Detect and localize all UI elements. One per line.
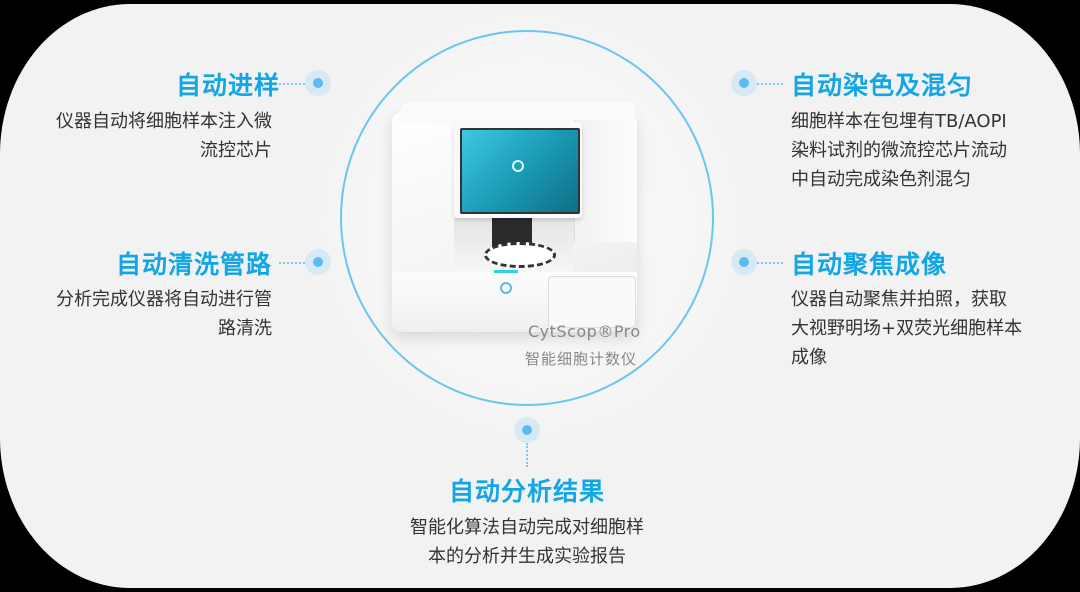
desc-line: 大视野明场+双荧光细胞样本 — [791, 318, 1023, 339]
product-name: CytScop®Pro — [528, 322, 641, 341]
feature-description: 仪器自动将细胞样本注入微 流控芯片 — [12, 107, 272, 165]
desc-line: 仪器自动将细胞样本注入微 — [56, 111, 272, 132]
instrument-image — [392, 102, 642, 338]
bullet-dot-icon — [731, 249, 757, 275]
desc-line: 本的分析并生成实验报告 — [428, 546, 626, 567]
feature-title: 自动染色及混匀 — [791, 71, 974, 100]
bullet-dot-icon — [305, 249, 331, 275]
center-ring — [340, 30, 714, 406]
desc-line: 细胞样本在包埋有TB/AOPI — [791, 111, 1007, 132]
feature-title: 自动进样 — [175, 71, 280, 100]
connector-line — [279, 262, 305, 264]
desc-line: 分析完成仪器将自动进行管 — [56, 289, 272, 310]
bullet-dot-icon — [514, 417, 540, 443]
product-subtitle: 智能细胞计数仪 — [525, 350, 638, 368]
desc-line: 流控芯片 — [200, 140, 272, 161]
desc-line: 路清洗 — [218, 318, 272, 339]
feature-description: 分析完成仪器将自动进行管 路清洗 — [12, 285, 272, 343]
feature-description: 智能化算法自动完成对细胞样 本的分析并生成实验报告 — [367, 513, 687, 571]
status-light — [494, 270, 518, 273]
instrument-drawer — [548, 276, 636, 328]
feature-title: 自动分析结果 — [448, 477, 605, 506]
feature-title: 自动聚焦成像 — [791, 250, 948, 279]
connector-line — [757, 262, 783, 264]
bullet-dot-icon — [731, 70, 757, 96]
feature-diagram-card: CytScop®Pro 智能细胞计数仪 自动进样 仪器自动将细胞样本注入微 流控… — [0, 4, 1080, 588]
desc-line: 成像 — [791, 347, 827, 368]
instrument-screen — [460, 128, 580, 214]
desc-line: 智能化算法自动完成对细胞样 — [410, 517, 644, 538]
bullet-dot-icon — [305, 70, 331, 96]
power-icon — [500, 282, 512, 294]
feature-description: 细胞样本在包埋有TB/AOPI 染料试剂的微流控芯片流动 中自动完成染色剂混匀 — [791, 107, 1051, 194]
desc-line: 染料试剂的微流控芯片流动 — [791, 140, 1007, 161]
feature-title: 自动清洗管路 — [115, 250, 272, 279]
sample-carousel — [484, 242, 556, 268]
connector-line — [279, 83, 305, 85]
connector-line — [757, 83, 783, 85]
logo-icon — [512, 160, 524, 172]
feature-description: 仪器自动聚焦并拍照，获取 大视野明场+双荧光细胞样本 成像 — [791, 285, 1071, 372]
instrument-side-panel — [574, 120, 637, 242]
desc-line: 仪器自动聚焦并拍照，获取 — [791, 289, 1007, 310]
connector-line — [526, 443, 528, 467]
desc-line: 中自动完成染色剂混匀 — [791, 169, 971, 190]
